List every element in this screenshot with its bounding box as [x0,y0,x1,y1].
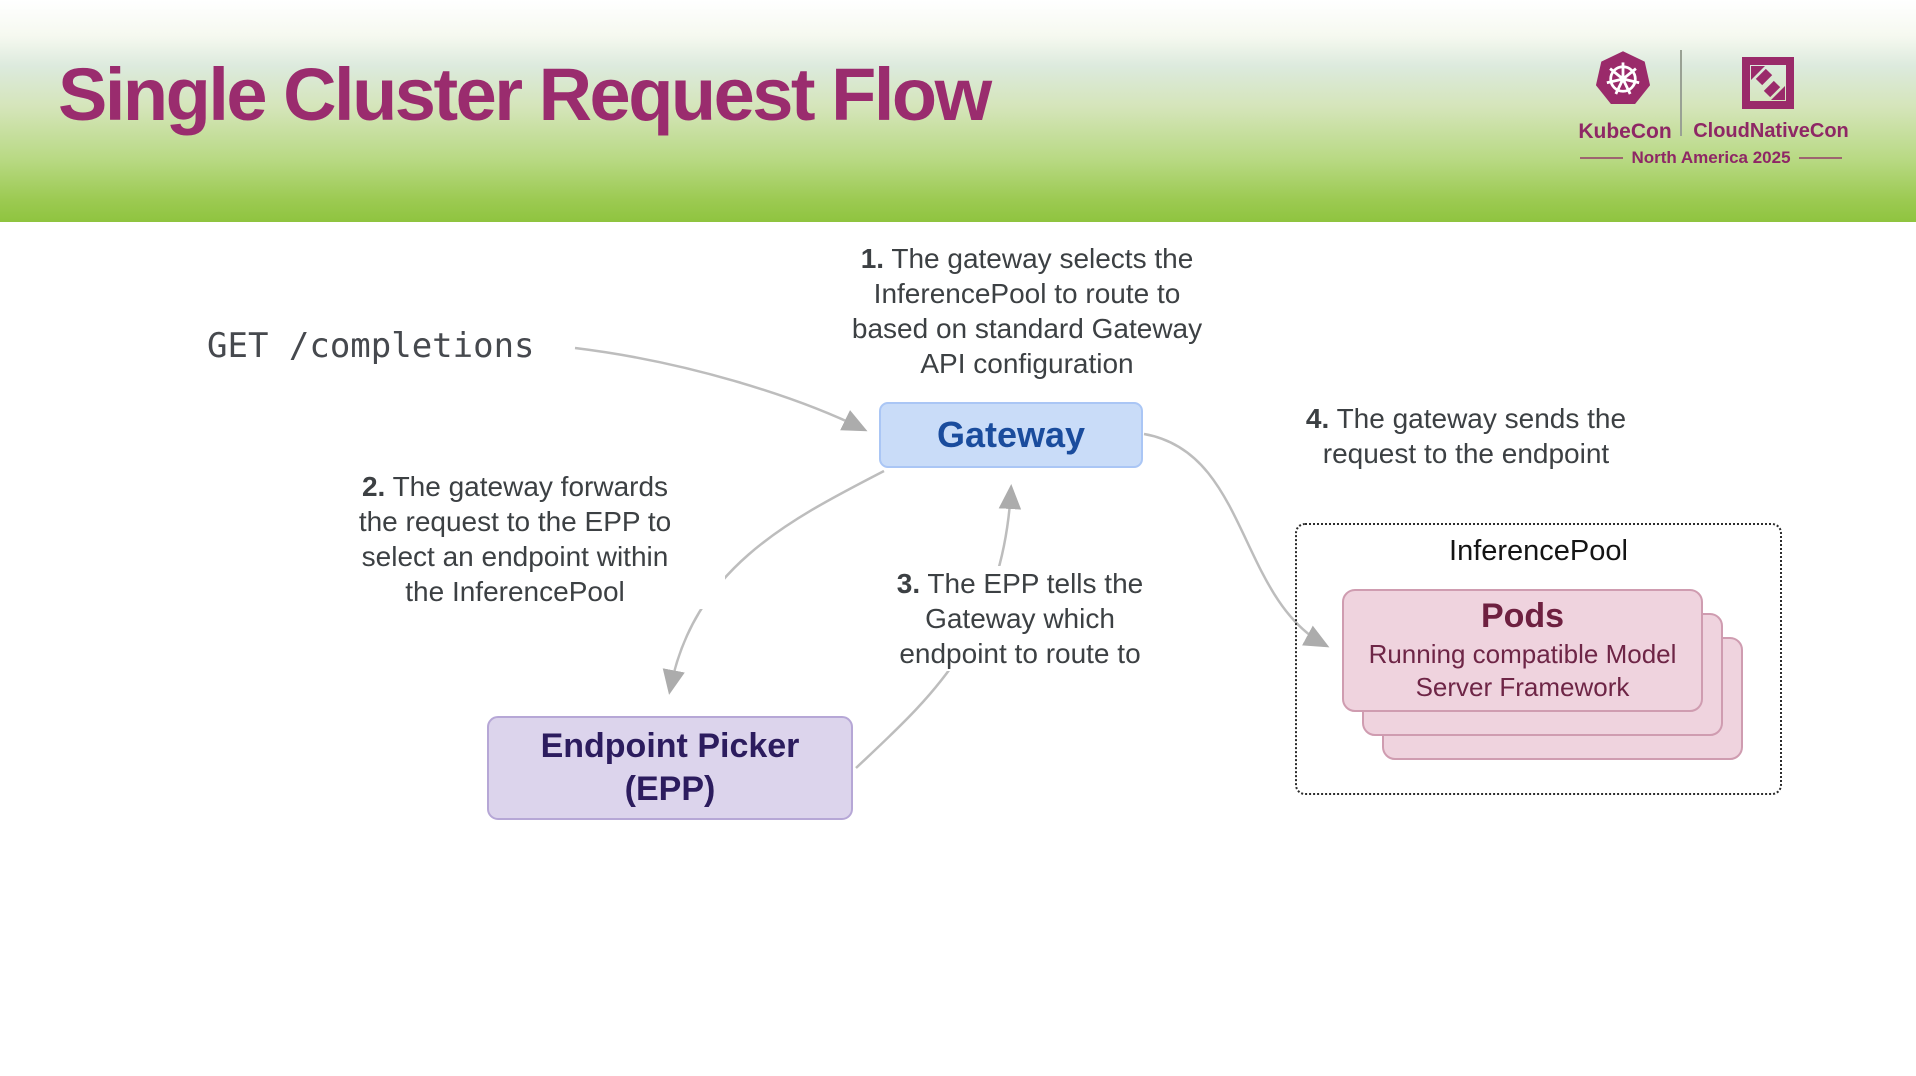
annotation-3-line1: 3. The EPP tells the [896,568,1144,599]
annotation-2-line1: 2. The gateway forwards [361,471,669,502]
annotation-1-line1: 1. The gateway selects the [860,243,1194,274]
event-rule-right [1798,157,1842,159]
inference-pool-label: InferencePool [1449,535,1628,567]
event-label: North America 2025 [1631,148,1791,167]
pods-title: Pods [1480,597,1565,635]
logo-divider [1680,50,1682,136]
page-title: Single Cluster Request Flow [58,53,992,136]
annotation-4: 4. The gateway sends the request to the … [1256,401,1676,471]
pods-subtitle-line2: Server Framework [1415,672,1630,702]
epp-label-line2: (EPP) [624,770,716,808]
arrow-gateway-to-epp [662,469,885,695]
gateway-label: Gateway [936,414,1086,455]
cloudnativecon-label: CloudNativeCon [1693,120,1849,142]
annotation-2-number: 2. [361,471,386,502]
pods-subtitle-line1: Running compatible Model [1368,639,1677,669]
kubecon-label: KubeCon [1578,120,1672,143]
pod-card-front: Pods Running compatible Model Server Fra… [1342,589,1703,712]
gateway-node: Gateway [879,402,1143,468]
kubecon-icon [1595,51,1651,105]
epp-label-line1: Endpoint Picker [540,727,800,765]
event-name-row: North America 2025 [1580,148,1842,168]
request-label: GET /completions [207,326,535,366]
event-rule-left [1580,157,1624,159]
annotation-4-line1: 4. The gateway sends the [1305,403,1627,434]
arrow-request-to-gateway [574,346,868,432]
annotation-2: 2. The gateway forwards the request to t… [305,469,725,609]
annotation-3: 3. The EPP tells the Gateway which endpo… [810,566,1230,671]
event-logo: KubeCon CloudNativeCon North America 202… [1578,38,1860,178]
inference-pool-container: InferencePool [1295,523,1782,795]
annotation-4-number: 4. [1305,403,1330,434]
header-banner: Single Cluster Request Flow [0,0,1916,222]
cloudnativecon-icon [1742,57,1794,109]
endpoint-picker-node: Endpoint Picker (EPP) [487,716,853,820]
annotation-1: 1. The gateway selects the InferencePool… [797,241,1257,381]
annotation-3-number: 3. [896,568,921,599]
annotation-1-number: 1. [860,243,885,274]
